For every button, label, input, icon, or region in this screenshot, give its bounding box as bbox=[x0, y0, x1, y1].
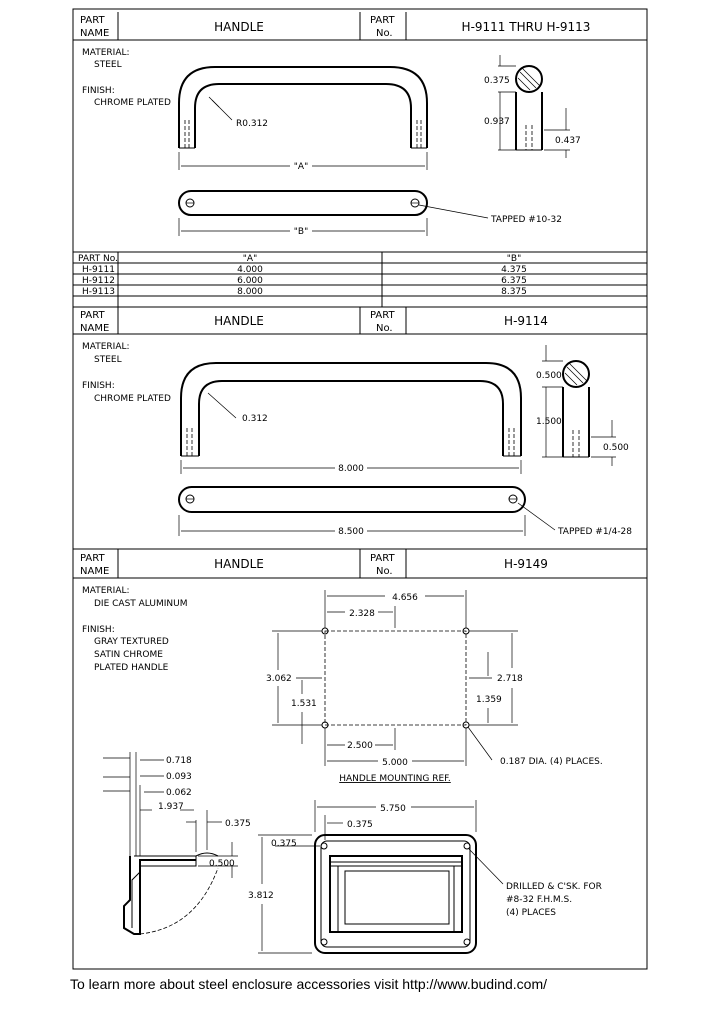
material-value: STEEL bbox=[94, 60, 122, 70]
handle-section bbox=[515, 65, 543, 93]
mount-right-total: 2.718 bbox=[497, 674, 523, 684]
flange-outline bbox=[314, 834, 477, 954]
part-name: HANDLE bbox=[214, 557, 264, 571]
mount-width-half: 2.328 bbox=[349, 609, 375, 619]
side-right-dim: 0.437 bbox=[555, 136, 581, 146]
table-cell: 6.375 bbox=[501, 276, 527, 286]
side-dim-5: 0.375 bbox=[225, 819, 251, 829]
side-top-dim: 0.500 bbox=[536, 371, 562, 381]
radius-label: R0.312 bbox=[236, 119, 268, 129]
mount-bottom-half: 2.500 bbox=[347, 741, 373, 751]
side-height-dim: 1.500 bbox=[536, 417, 562, 427]
side-dim-1: 0.718 bbox=[166, 756, 192, 766]
part-label: PART bbox=[370, 15, 395, 26]
grip-bar bbox=[344, 870, 450, 925]
side-height-dim: 0.937 bbox=[484, 117, 510, 127]
front-height: 3.812 bbox=[248, 891, 274, 901]
front-inset-left: 0.375 bbox=[347, 820, 373, 830]
material-label: MATERIAL: bbox=[82, 342, 130, 352]
table-cell: 8.375 bbox=[501, 287, 527, 297]
material-label: MATERIAL: bbox=[82, 586, 130, 596]
no-label: No. bbox=[376, 323, 393, 334]
handle-outline bbox=[178, 66, 428, 148]
part-label: PART bbox=[80, 553, 105, 564]
handle-top-view bbox=[178, 190, 428, 216]
mount-bottom-total: 5.000 bbox=[382, 758, 408, 768]
side-top-dim: 0.375 bbox=[484, 76, 510, 86]
front-note: (4) PLACES bbox=[506, 908, 556, 918]
table-cell: 8.000 bbox=[237, 287, 263, 297]
part-label: PART bbox=[370, 553, 395, 564]
table-cell: 4.000 bbox=[237, 265, 263, 275]
finish-value: SATIN CHROME bbox=[94, 650, 163, 660]
side-dim-6: 0.500 bbox=[209, 859, 235, 869]
table-header: "A" bbox=[243, 254, 257, 264]
part-number: H-9114 bbox=[504, 314, 548, 328]
mount-hole-note: 0.187 DIA. (4) PLACES. bbox=[500, 757, 603, 767]
front-inset-top: 0.375 bbox=[271, 839, 297, 849]
table-header: "B" bbox=[507, 254, 521, 264]
table-cell: H-9113 bbox=[82, 287, 115, 297]
side-dim-4: 1.937 bbox=[158, 802, 184, 812]
handle-section bbox=[562, 360, 590, 388]
table-cell: H-9112 bbox=[82, 276, 115, 286]
mounting-outline bbox=[324, 630, 467, 726]
dim-a-label: "A" bbox=[294, 162, 308, 172]
side-profile bbox=[123, 856, 196, 935]
table-cell: 4.375 bbox=[501, 265, 527, 275]
mount-width-total: 4.656 bbox=[392, 593, 418, 603]
part-number: H-9149 bbox=[504, 557, 548, 571]
material-value: STEEL bbox=[94, 355, 122, 365]
mount-right-half: 1.359 bbox=[476, 695, 502, 705]
finish-label: FINISH: bbox=[82, 625, 115, 635]
front-note: #8-32 F.H.M.S. bbox=[506, 895, 572, 905]
part-name: HANDLE bbox=[214, 314, 264, 328]
part-number: H-9111 THRU H-9113 bbox=[462, 20, 591, 34]
finish-label: FINISH: bbox=[82, 86, 115, 96]
block-h9111: PART NAME HANDLE PART No. H-9111 THRU H-… bbox=[73, 12, 647, 307]
mount-caption: HANDLE MOUNTING REF. bbox=[339, 774, 451, 784]
name-label: NAME bbox=[80, 28, 109, 39]
dim-b-label: 8.500 bbox=[338, 527, 364, 537]
block-h9149: PART NAME HANDLE PART No. H-9149 MATERIA… bbox=[73, 548, 647, 954]
size-table: PART No. "A" "B" H-9111 4.000 4.375 H-91… bbox=[78, 254, 527, 297]
tapped-note: TAPPED #1/4-28 bbox=[557, 527, 632, 537]
no-label: No. bbox=[376, 28, 393, 39]
dim-a-label: 8.000 bbox=[338, 464, 364, 474]
part-name: HANDLE bbox=[214, 20, 264, 34]
side-dim-3: 0.062 bbox=[166, 788, 192, 798]
part-label: PART bbox=[370, 310, 395, 321]
handle-recess bbox=[329, 855, 463, 933]
tapped-note: TAPPED #10-32 bbox=[490, 215, 562, 225]
finish-value: CHROME PLATED bbox=[94, 98, 171, 108]
side-dim-2: 0.093 bbox=[166, 772, 192, 782]
finish-value: GRAY TEXTURED bbox=[94, 637, 169, 647]
table-cell: 6.000 bbox=[237, 276, 263, 286]
name-label: NAME bbox=[80, 323, 109, 334]
part-label: PART bbox=[80, 15, 105, 26]
no-label: No. bbox=[376, 566, 393, 577]
finish-value: PLATED HANDLE bbox=[94, 663, 169, 673]
mount-height-total: 3.062 bbox=[266, 674, 292, 684]
finish-value: CHROME PLATED bbox=[94, 394, 171, 404]
front-width: 5.750 bbox=[380, 804, 406, 814]
name-label: NAME bbox=[80, 566, 109, 577]
finish-label: FINISH: bbox=[82, 381, 115, 391]
front-note: DRILLED & C'SK. FOR bbox=[506, 882, 602, 892]
material-label: MATERIAL: bbox=[82, 48, 130, 58]
table-header: PART No. bbox=[78, 254, 118, 264]
handle-outline bbox=[180, 362, 522, 456]
material-value: DIE CAST ALUMINUM bbox=[94, 599, 187, 609]
mount-height-half: 1.531 bbox=[291, 699, 317, 709]
handle-top-view bbox=[178, 486, 526, 513]
part-label: PART bbox=[80, 310, 105, 321]
dim-b-label: "B" bbox=[294, 227, 308, 237]
radius-label: 0.312 bbox=[242, 414, 268, 424]
block-h9114: PART NAME HANDLE PART No. H-9114 MATERIA… bbox=[73, 306, 647, 537]
footer-link-text[interactable]: To learn more about steel enclosure acce… bbox=[70, 976, 548, 992]
side-right-dim: 0.500 bbox=[603, 443, 629, 453]
table-cell: H-9111 bbox=[82, 265, 115, 275]
sheet-border bbox=[72, 8, 648, 970]
